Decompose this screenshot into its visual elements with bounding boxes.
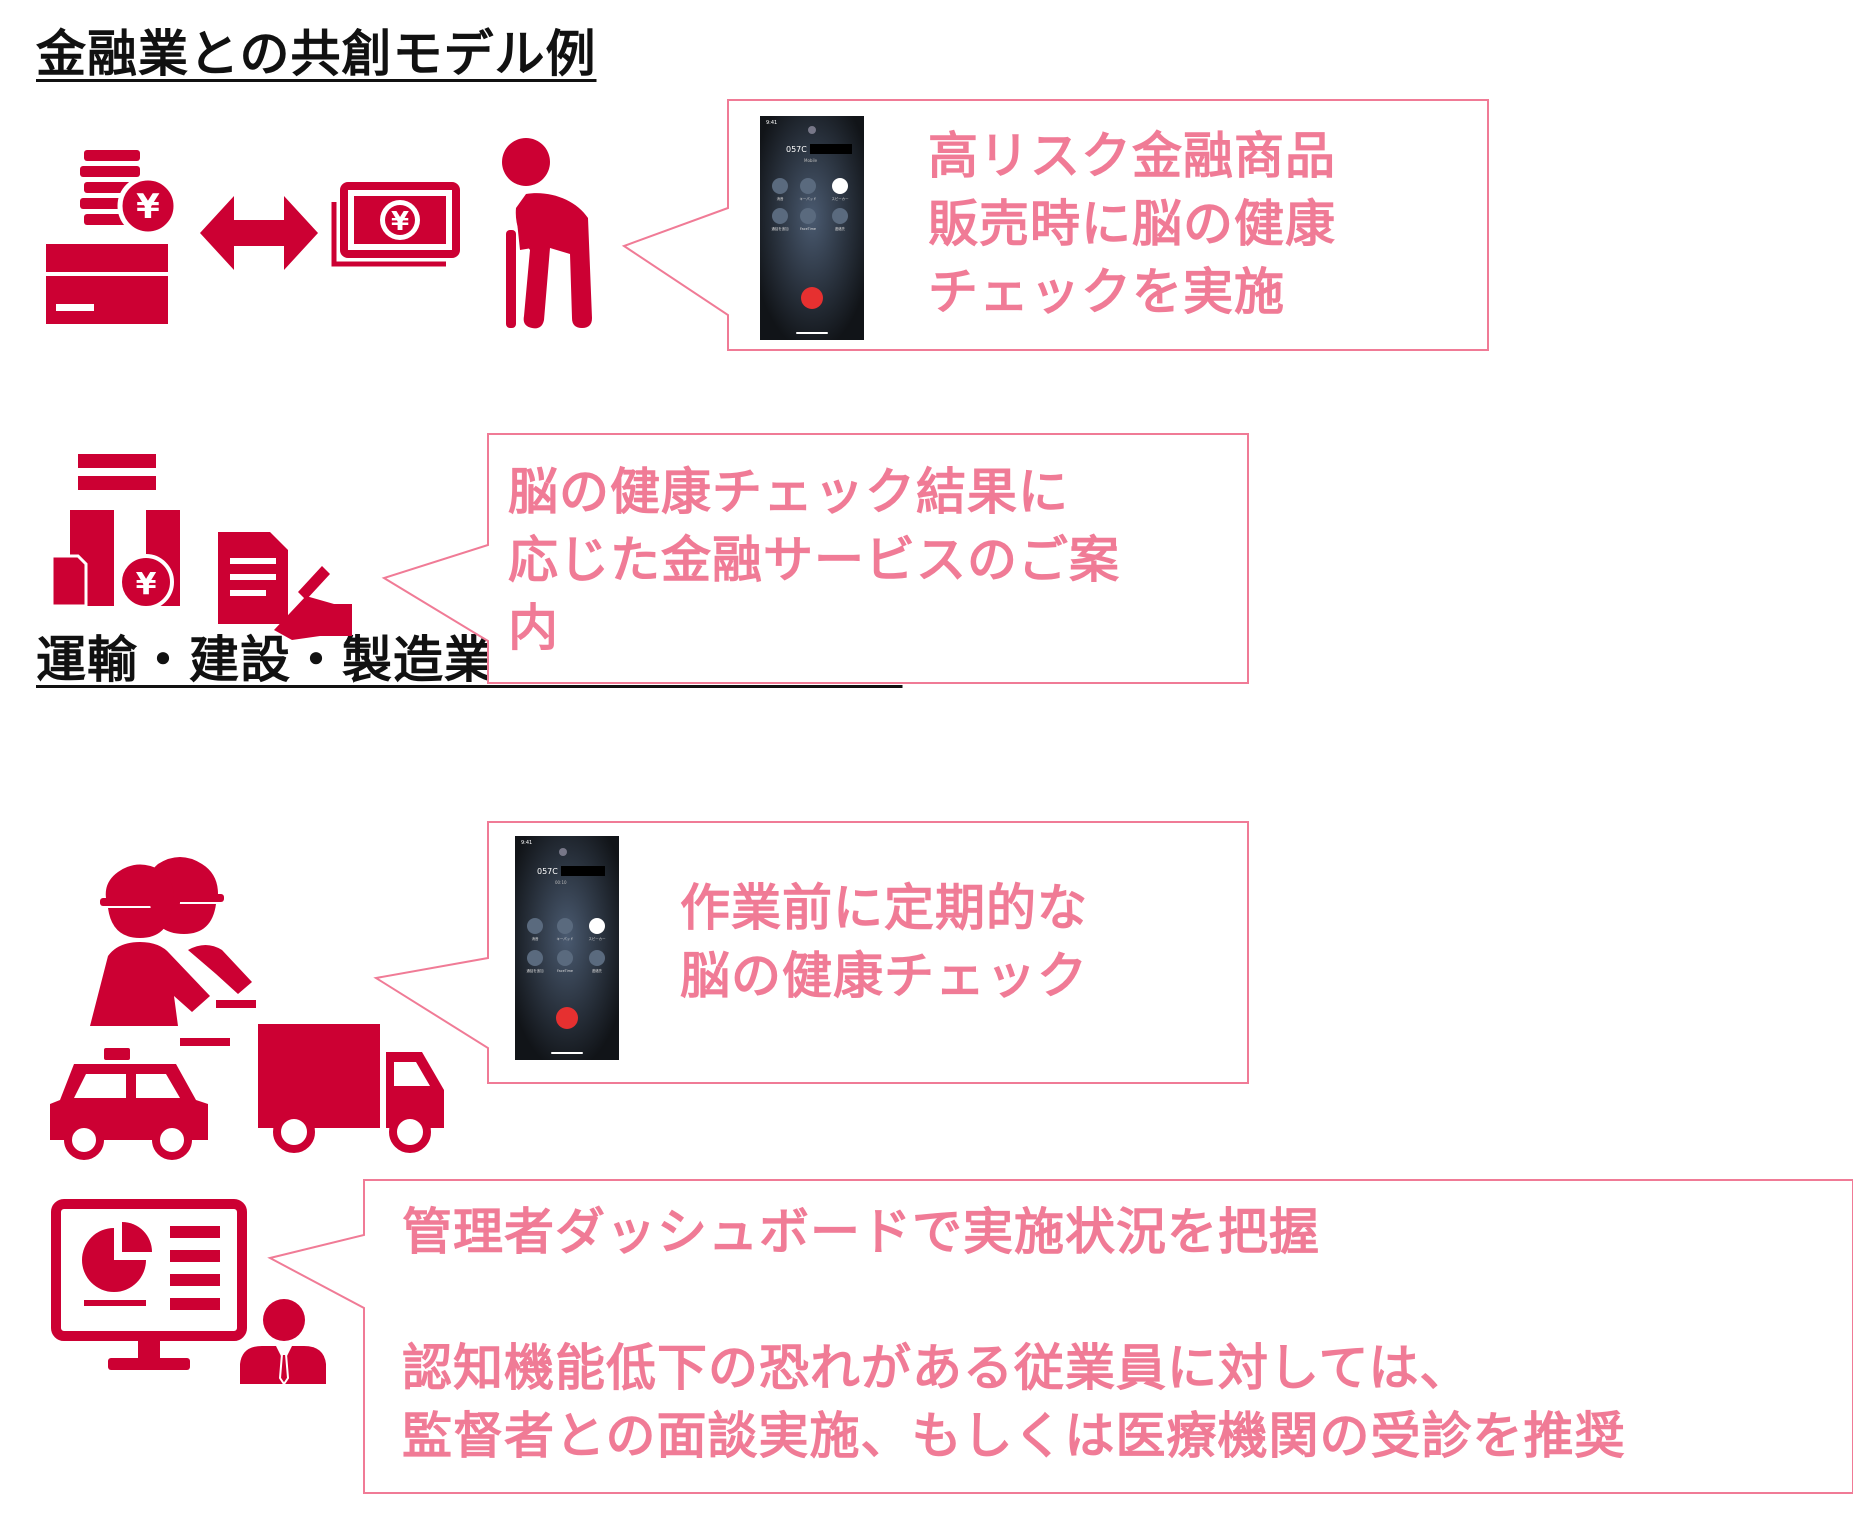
elderly-person-icon <box>502 138 592 329</box>
phone-button-add: 通話を追加 <box>527 968 545 973</box>
transport-callout-2-text: 管理者ダッシュボードで実施状況を把握 認知機能低下の恐れがある従業員に対しては、… <box>402 1203 1626 1465</box>
phone-button-keypad: キーパッド <box>557 936 574 941</box>
truck-icon <box>258 1024 444 1153</box>
workers-icon <box>90 857 256 1046</box>
double-arrow-icon <box>200 196 318 270</box>
phone-button-mute: 消音 <box>532 936 539 941</box>
phone-time: 9:41 <box>766 120 777 126</box>
phone-timer: 00:10 <box>555 880 567 885</box>
finance-heading: 金融業との共創モデル例 <box>36 25 597 83</box>
svg-text:¥: ¥ <box>136 567 157 602</box>
phone-screenshot-1: 9:41 057C Mobile 消音 キーパッド スピーカー 通話を追加 Fa… <box>760 116 864 340</box>
phone-button-facetime: FaceTime <box>557 969 573 973</box>
phone-number: 057C <box>786 145 807 154</box>
stacks-document-icon: ¥ <box>50 454 180 610</box>
phone-button-facetime: FaceTime <box>800 227 816 231</box>
phone-button-add: 通話を追加 <box>772 226 790 231</box>
phone-button-keypad: キーパッド <box>800 196 817 201</box>
phone-number: 057C <box>537 867 558 876</box>
signing-hand-icon <box>218 532 352 640</box>
phone-button-contacts: 連絡先 <box>835 226 846 231</box>
coins-card-icon: ¥ <box>46 150 179 324</box>
end-call-icon <box>556 1007 578 1029</box>
phone-button-mute: 消音 <box>777 196 784 201</box>
taxi-icon <box>50 1048 208 1160</box>
phone-button-speaker: スピーカー <box>832 196 850 201</box>
callout-box-2 <box>381 433 1249 684</box>
phone-label: Mobile <box>804 158 818 163</box>
end-call-icon <box>801 287 823 309</box>
phone-button-contacts: 連絡先 <box>592 968 603 973</box>
phone-screenshot-2: 9:41 057C 00:10 消音 キーパッド スピーカー 通話を追加 Fac… <box>515 836 619 1060</box>
svg-text:¥: ¥ <box>391 207 409 237</box>
manager-icon <box>240 1299 326 1386</box>
svg-text:¥: ¥ <box>136 187 160 227</box>
monitor-dashboard-icon <box>51 1199 247 1370</box>
cash-bill-icon: ¥ <box>331 182 460 267</box>
finance-callout-2-text: 脳の健康チェック結果に 応じた金融サービスのご案 内 <box>508 463 1120 657</box>
callout-box-4 <box>267 1179 1853 1494</box>
phone-time: 9:41 <box>521 840 532 846</box>
finance-callout-1-text: 高リスク金融商品 販売時に脳の健康 チェックを実施 <box>928 127 1336 321</box>
phone-button-speaker: スピーカー <box>589 936 607 941</box>
transport-callout-1-text: 作業前に定期的な 脳の健康チェック <box>680 879 1088 1005</box>
